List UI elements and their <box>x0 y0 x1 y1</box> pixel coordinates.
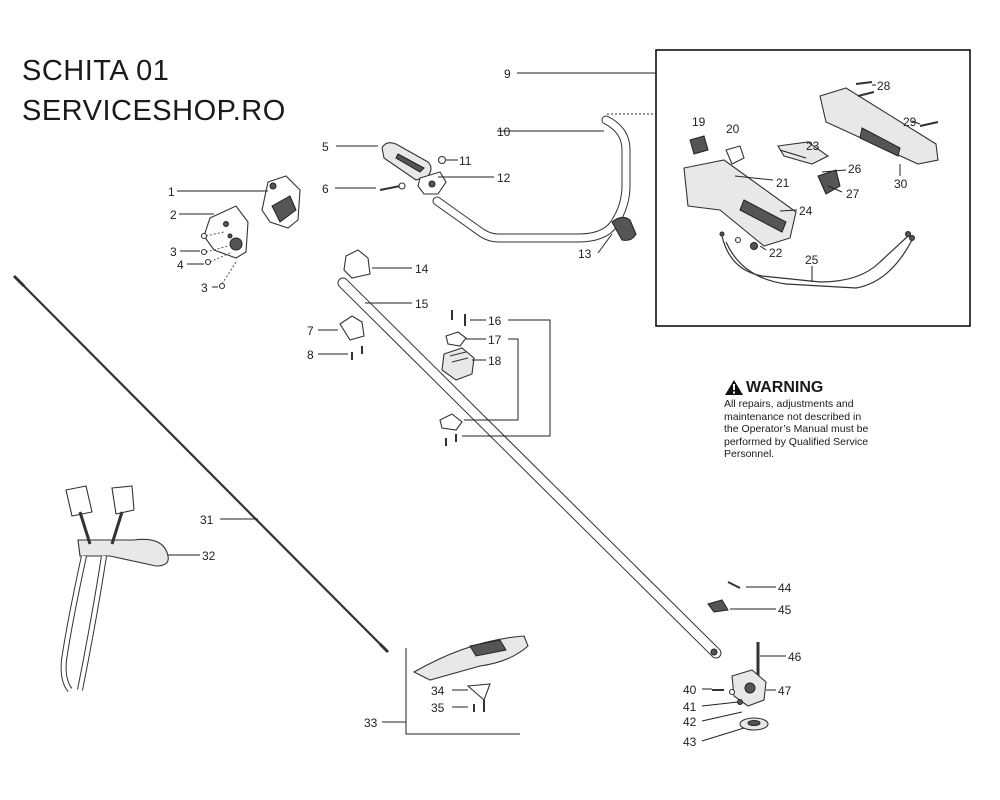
callout-20: 20 <box>726 122 740 136</box>
part-32-harness <box>60 485 169 692</box>
callout-28: 28 <box>877 79 891 93</box>
bracket-line-33 <box>405 648 520 735</box>
callout-46: 46 <box>788 650 802 664</box>
callout-4: 4 <box>177 258 184 272</box>
part-28-screws <box>855 81 875 97</box>
part-44-screw <box>727 581 741 589</box>
part-23-trigger <box>777 141 830 165</box>
callout-40: 40 <box>683 683 697 697</box>
part-20-lever <box>725 145 745 165</box>
callout-31: 31 <box>200 513 214 527</box>
part-16-screws <box>451 310 466 326</box>
callout-32: 32 <box>202 549 216 563</box>
part-24-handle-body <box>683 159 797 247</box>
callout-9: 9 <box>504 67 511 81</box>
part-31-drive-shaft <box>12 274 390 654</box>
callout-11: 11 <box>459 154 472 168</box>
callout-35: 35 <box>431 701 445 715</box>
callout-22: 22 <box>769 246 783 260</box>
warning-line: Personnel. <box>724 448 775 460</box>
callout-18: 18 <box>488 354 502 368</box>
part-47-gearhead <box>731 669 767 707</box>
callout-2: 2 <box>170 208 177 222</box>
callout-3b: 3 <box>201 281 208 295</box>
part-26-27-trigger-parts <box>817 169 841 195</box>
handle-assembly-inset-box <box>655 49 971 327</box>
part-43-disc <box>739 717 769 731</box>
bracket-lower-clamp <box>439 413 463 446</box>
callout-5: 5 <box>322 140 329 154</box>
part-18-switch-block <box>441 347 475 381</box>
part-22-nut <box>734 236 758 250</box>
callout-26: 26 <box>848 162 862 176</box>
callout-24: 24 <box>799 204 813 218</box>
callout-33: 33 <box>364 716 378 730</box>
warning-line: performed by Qualified Service <box>724 435 869 448</box>
part-19-switch <box>689 135 709 155</box>
callout-47: 47 <box>778 684 792 698</box>
callout-44: 44 <box>778 581 792 595</box>
part-5-grip <box>381 142 432 181</box>
callout-23: 23 <box>806 139 820 153</box>
part-13-knob <box>611 216 637 241</box>
bracket-line-17 <box>464 338 519 421</box>
part-1-cover <box>261 175 301 229</box>
parts-40-41-fasteners <box>712 688 743 705</box>
callout-29: 29 <box>903 115 917 129</box>
callout-21: 21 <box>776 176 790 190</box>
warning-line: All repairs, adjustments and <box>724 398 854 410</box>
warning-heading: WARNING <box>746 379 824 396</box>
callout-7: 7 <box>307 324 314 338</box>
part-45-bracket <box>707 599 729 613</box>
part-7-clamp <box>339 315 365 341</box>
part-11-nut <box>437 155 447 165</box>
callout-45: 45 <box>778 603 792 617</box>
callout-10: 10 <box>497 125 511 139</box>
callout-1: 1 <box>168 185 175 199</box>
warning-triangle-icon <box>725 380 743 395</box>
callout-14: 14 <box>415 262 429 276</box>
page-subtitle: SERVICESHOP.RO <box>22 95 286 127</box>
part-25-wiring <box>719 231 915 289</box>
bracket-line-16 <box>462 319 551 437</box>
callout-13: 13 <box>578 247 592 261</box>
warning-line: the Operator’s Manual must be <box>724 423 869 435</box>
part-2-housing <box>203 205 249 259</box>
page-title: SCHITA 01 <box>22 55 170 87</box>
part-34-blade <box>466 683 491 701</box>
callout-15: 15 <box>415 297 429 311</box>
callout-8: 8 <box>307 348 314 362</box>
callout-12: 12 <box>497 171 511 185</box>
part-8-screws <box>351 346 363 360</box>
callout-30: 30 <box>894 177 908 191</box>
callout-19: 19 <box>692 115 706 129</box>
part-33-guard <box>412 635 529 681</box>
callout-17: 17 <box>488 333 502 347</box>
part-15-shaft-tube <box>337 277 722 659</box>
part-30-handle-half <box>819 87 939 165</box>
part-14-bracket <box>343 249 371 279</box>
callout-43: 43 <box>683 735 697 749</box>
part-10-handlebar <box>432 115 631 243</box>
callout-16: 16 <box>488 314 502 328</box>
part-35-screws <box>473 700 485 712</box>
callout-27: 27 <box>846 187 860 201</box>
warning-body: All repairs, adjustments and maintenance… <box>724 398 904 461</box>
part-6-bolt <box>379 182 406 191</box>
part-29-screw <box>919 121 939 127</box>
part-17-clip <box>445 331 467 347</box>
callout-34: 34 <box>431 684 445 698</box>
part-3-4-screws <box>200 231 237 290</box>
warning-line: maintenance not described in <box>724 410 862 423</box>
warning-notice: WARNING All repairs, adjustments and mai… <box>724 379 924 461</box>
callout-42: 42 <box>683 715 697 729</box>
callout-3a: 3 <box>170 245 177 259</box>
callout-25: 25 <box>805 253 819 267</box>
callout-6: 6 <box>322 182 329 196</box>
callout-41: 41 <box>683 700 697 714</box>
